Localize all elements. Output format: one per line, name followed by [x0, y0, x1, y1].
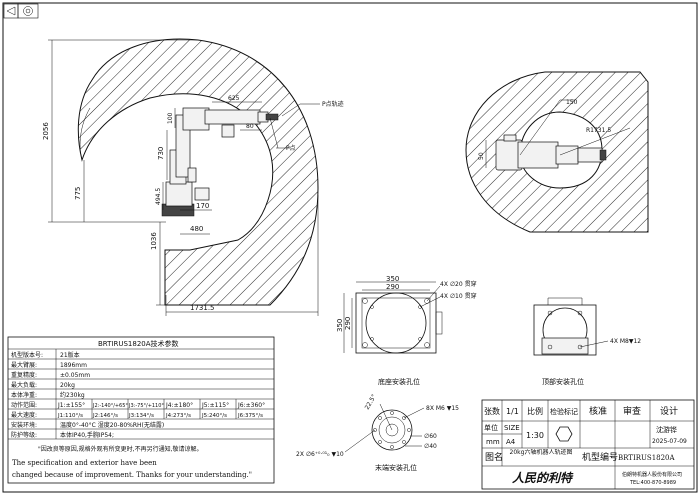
spec-table: BRTIRUS1820A技术参数 机型版本号: 21版本 最大臂展: 1896m… [7, 336, 275, 484]
flange-thread-note: 8X M6 ▼15 [426, 405, 459, 412]
spec-motion-j2: J2:-140°/+65° [92, 403, 128, 409]
spec-label-reach: 最大臂展: [11, 361, 37, 369]
dim-1036: 1036 [150, 232, 158, 250]
spec-motion-j4: J4:±180° [165, 402, 193, 409]
dim-50: 50 [478, 152, 485, 160]
tb-company-slogan: 人民的利特 [512, 471, 574, 485]
dim-730: 730 [157, 147, 165, 160]
flange-d60: ∅60 [424, 433, 437, 440]
spec-speed-j1: J1:110°/s [57, 413, 83, 419]
spec-value-reach: 1896mm [60, 362, 87, 369]
tb-company-tel: TEL:400-870-8989 [629, 480, 676, 486]
dim-775: 775 [74, 187, 82, 200]
spec-speed-j6: J6:375°/s [237, 413, 263, 419]
tb-designer: 沈游铧 [656, 425, 677, 434]
base-hole-note-2: 4X ∅10 贯穿 [440, 292, 477, 300]
spec-label-version: 机型版本号: [11, 351, 43, 359]
top-robot [495, 134, 607, 171]
tb-sheet-label: 张数 [484, 406, 500, 416]
projection-symbol [3, 3, 39, 19]
dim-350-height: 350 [336, 319, 344, 332]
spec-value-version: 21版本 [60, 351, 80, 359]
spec-label-env: 安装环境: [11, 421, 37, 429]
dim-2056: 2056 [42, 122, 50, 140]
dim-170: 170 [196, 202, 209, 210]
spec-speed-j5: J5:240°/s [201, 413, 227, 419]
tb-size-value: A4 [506, 438, 516, 446]
dim-r1731-5: R1731.5 [586, 127, 611, 134]
top-mount-view: 4X M8▼12 顶部安装孔位 [533, 297, 641, 386]
dim-480: 480 [190, 225, 203, 233]
spec-motion-j1: J1:±155° [57, 402, 85, 409]
dim-494-5: 494.5 [155, 188, 162, 205]
tb-approve-label: 核准 [589, 405, 607, 417]
tb-company-name: 伯朗特机器人股份有限公司 [622, 471, 682, 478]
tb-unit-value: mm [486, 438, 500, 446]
p-point-trajectory-label: P点轨迹 [322, 100, 344, 108]
dim-100: 100 [167, 112, 174, 124]
flange-d40: ∅40 [424, 443, 437, 450]
tb-size-label: SIZE [504, 424, 520, 432]
spec-value-protect: 本体IP40,手腕IP54; [60, 431, 114, 439]
p-point-label: P点 [286, 144, 296, 152]
flange-view: 22.5° 8X M6 ▼15 2X ∅6⁺⁰·⁰¹₀ ▼10 ∅60 ∅40 … [296, 393, 459, 472]
tb-check-label: 检验标记 [550, 407, 578, 416]
tb-drawing-name-label: 图名 [485, 451, 503, 463]
spec-notice-en-2: changed because of improvement. Thanks f… [12, 471, 252, 479]
top-view: 150 R1731.5 50 [465, 71, 649, 233]
spec-speed-j3: J3:134°/s [128, 413, 154, 419]
side-robot [161, 107, 279, 217]
spec-notice-cn: "因改良等原因,规格外观有所变更时,不再另行通知,敬请谅解。 [38, 445, 202, 453]
spec-speed-j2: J2:146°/s [92, 413, 118, 419]
spec-label-payload: 最大负载: [11, 381, 37, 389]
spec-label-motion: 动作范围: [11, 401, 37, 409]
flange-pin-note: 2X ∅6⁺⁰·⁰¹₀ ▼10 [296, 451, 344, 458]
tb-scale-label: 比例 [527, 406, 543, 416]
spec-label-repeatability: 重复精度: [11, 371, 37, 379]
tb-sheet-value: 1/1 [506, 407, 519, 416]
spec-speed-j4: J4:273°/s [165, 413, 191, 419]
flange-caption: 末端安装孔位 [375, 463, 417, 472]
tb-unit-label: 单位 [484, 423, 498, 432]
flange-angle: 22.5° [364, 393, 378, 411]
side-workspace-area [77, 38, 319, 306]
dim-350-width: 350 [386, 275, 399, 283]
spec-value-repeatability: ±0.05mm [60, 372, 90, 379]
dim-150: 150 [566, 99, 578, 106]
tb-model-value: BRTIRUS1820A [618, 454, 676, 462]
spec-table-title: BRTIRUS1820A技术参数 [98, 339, 179, 348]
dim-625: 625 [228, 95, 240, 102]
spec-value-payload: 20kg [60, 382, 75, 389]
base-mount-view: 350 290 350 290 4X ∅20 贯穿 4X ∅10 贯穿 底座安装… [336, 275, 477, 386]
top-mount-caption: 顶部安装孔位 [542, 377, 584, 386]
tb-scale-value: 1:30 [526, 431, 544, 440]
base-view-caption: 底座安装孔位 [378, 377, 420, 386]
spec-notice-en-1: The specification and exterior have been [12, 459, 157, 467]
tb-review-label: 审查 [623, 405, 641, 417]
tb-drawing-name: 20kg六轴机器人轨迹图 [509, 449, 573, 456]
spec-motion-j3: J3:-75°/+110° [128, 403, 164, 409]
spec-value-weight: 约230kg [60, 391, 85, 399]
hex-nut-icon [555, 426, 573, 442]
spec-label-protect: 防护等级: [11, 431, 37, 439]
dim-290-width: 290 [386, 283, 399, 291]
tb-model-label: 机型编号 [582, 451, 618, 463]
spec-value-env: 温度0°-40°C 湿度20-80%RH(无结露) [60, 421, 164, 429]
spec-motion-j6: J6:±360° [237, 402, 265, 409]
top-mount-thread-note: 4X M8▼12 [610, 338, 641, 345]
title-block: 张数 1/1 比例 检验标记 核准 审查 设计 单位 mm SIZE A4 1:… [481, 399, 695, 490]
dim-80: 80 [246, 123, 254, 130]
base-hole-note-1: 4X ∅20 贯穿 [440, 280, 477, 288]
side-view: 2056 775 1036 1731.5 480 170 494.5 730 1… [42, 38, 344, 316]
spec-motion-j5: J5:±115° [201, 402, 229, 409]
spec-label-weight: 本体净重: [11, 391, 37, 399]
spec-label-speed: 最大速度: [11, 411, 37, 419]
tb-design-label: 设计 [660, 405, 678, 417]
dim-1731-5: 1731.5 [190, 304, 215, 312]
tb-date: 2025-07-09 [652, 438, 687, 445]
dim-290-height: 290 [344, 317, 352, 330]
